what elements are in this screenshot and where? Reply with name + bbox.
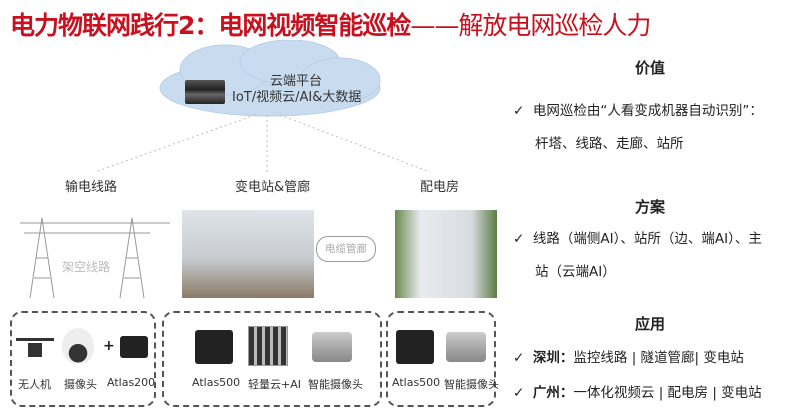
- value-line: 杆塔、线路、走廊、站所: [535, 136, 684, 152]
- device-label: Atlas500: [392, 376, 441, 389]
- cloud-subtitle: IoT/视频云/AI&大数据: [232, 90, 362, 105]
- device-group-distribution: [386, 311, 496, 407]
- site-transmission: 输电线路: [65, 180, 118, 195]
- device-label: 轻量云+AI: [248, 378, 301, 391]
- connection-arrows: [94, 114, 431, 173]
- dome-camera-icon: [62, 328, 94, 364]
- check-icon: ✓: [513, 103, 525, 119]
- value-line: 电网巡检由“人看变成机器自动识别”：: [532, 103, 763, 119]
- tower-icon: [20, 217, 170, 299]
- device-label: 摄像头: [64, 378, 97, 391]
- application-text: 监控线路 | 隧道管廊| 变电站: [573, 350, 744, 366]
- plus-sign: +: [103, 338, 115, 354]
- distribution-room-photo: [395, 210, 497, 298]
- smart-camera-icon: [446, 332, 486, 362]
- lightweight-cloud-server-icon: [248, 326, 288, 366]
- device-label: 无人机: [18, 378, 51, 391]
- check-icon: ✓: [513, 231, 525, 247]
- cable-tunnel-icon: 电缆管廊: [316, 236, 376, 262]
- page-title: 电力物联网践行2：电网视频智能巡检——解放电网巡检人力: [10, 6, 651, 42]
- device-label: 智能摄像头: [444, 378, 499, 391]
- drone-icon: [16, 338, 54, 357]
- plan-heading: 方案: [634, 198, 665, 216]
- application-heading: 应用: [634, 315, 665, 333]
- application-text: 一体化视频云 | 配电房 | 变电站: [573, 385, 762, 401]
- overhead-line-label: 架空线路: [62, 260, 111, 274]
- title-normal: ——解放电网巡检人力: [410, 11, 651, 40]
- plan-line: 站（云端AI）: [535, 264, 616, 280]
- city-name: 深圳：: [532, 350, 574, 366]
- device-label: 智能摄像头: [308, 378, 363, 391]
- site-distribution: 配电房: [420, 180, 460, 195]
- value-heading: 价值: [634, 59, 665, 77]
- atlas200-icon: [120, 336, 148, 358]
- substation-photo: [182, 210, 314, 298]
- check-icon: ✓: [513, 350, 525, 366]
- cloud-diagram: [94, 40, 431, 173]
- device-label: Atlas200: [107, 376, 156, 389]
- atlas500-icon: [195, 330, 233, 364]
- site-substation: 变电站&管廊: [235, 180, 311, 195]
- device-group-substation: [162, 311, 382, 407]
- title-bold: 电力物联网践行2：电网视频智能巡检: [10, 11, 411, 40]
- cloud-title: 云端平台: [270, 74, 323, 89]
- device-label: Atlas500: [192, 376, 241, 389]
- cable-tunnel-label: 电缆管廊: [325, 243, 367, 255]
- smart-camera-icon: [312, 332, 352, 362]
- device-group-transmission: [10, 311, 156, 407]
- city-name: 广州：: [532, 385, 574, 401]
- check-icon: ✓: [513, 385, 525, 401]
- server-icon: [185, 80, 225, 104]
- atlas500-icon: [396, 330, 434, 364]
- plan-line: 线路（端侧AI）、站所（边、端AI）、主: [532, 231, 762, 247]
